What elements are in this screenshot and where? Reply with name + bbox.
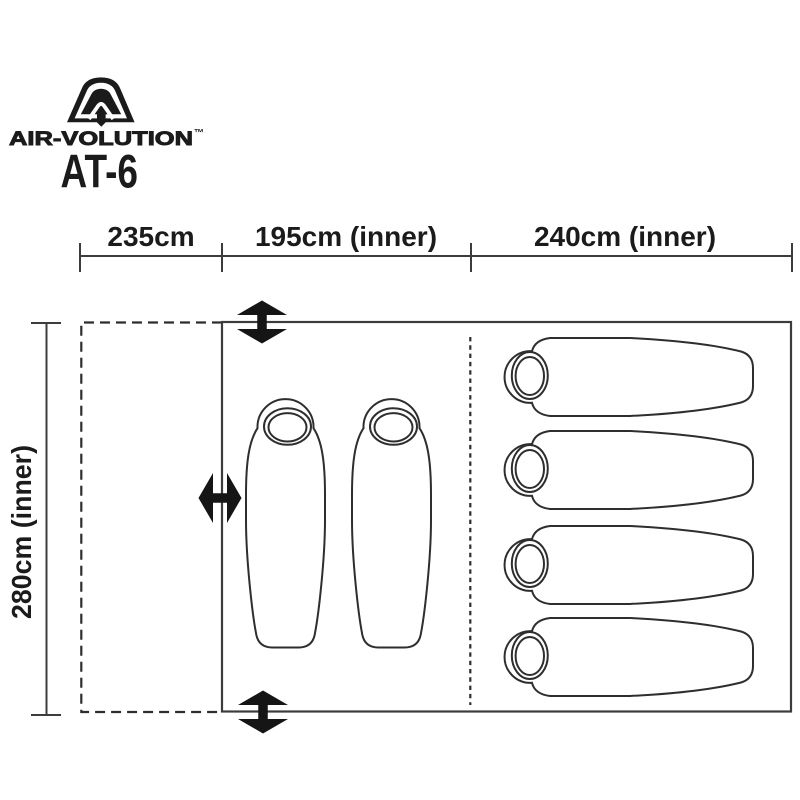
svg-text:240cm (inner): 240cm (inner) — [534, 221, 716, 252]
svg-text:235cm: 235cm — [107, 221, 194, 252]
svg-text:AIR-VOLUTION: AIR-VOLUTION — [9, 129, 193, 150]
svg-text:™: ™ — [194, 128, 204, 139]
svg-text:280cm (inner): 280cm (inner) — [6, 445, 37, 619]
svg-text:195cm (inner): 195cm (inner) — [255, 221, 437, 252]
svg-text:AT-6: AT-6 — [61, 145, 139, 198]
